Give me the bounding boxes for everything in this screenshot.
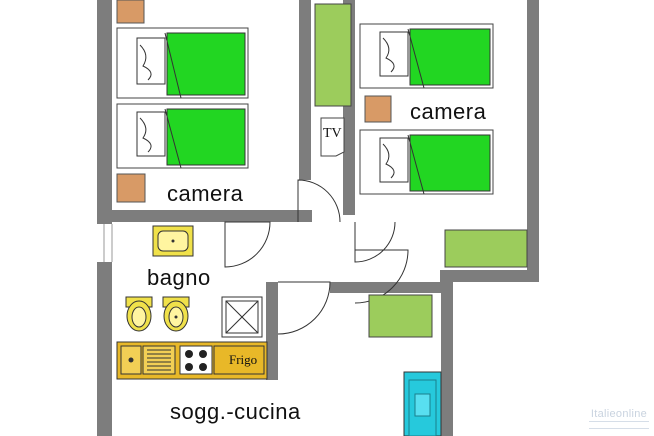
wall-kitchen-top <box>330 282 441 293</box>
cabinet-green <box>368 294 433 338</box>
nightstand <box>116 173 146 203</box>
door-swing-kitchen <box>277 281 331 335</box>
tv-label: TV <box>323 126 342 141</box>
mattress <box>166 108 246 166</box>
pillow <box>136 37 166 85</box>
stove <box>179 345 213 375</box>
bathroom <box>125 225 263 338</box>
door-swing-bathroom <box>224 221 271 268</box>
watermark: Italieonline <box>586 408 652 429</box>
wall-center-left <box>299 0 311 180</box>
door-swing-hall <box>354 249 409 304</box>
door-swing-bedroom-right <box>354 221 396 263</box>
wall-right <box>527 0 539 282</box>
wall-bedroom-bottom <box>97 210 312 222</box>
bedroom-right <box>359 23 528 268</box>
bathtub <box>403 371 442 436</box>
room-label-bathroom: bagno <box>147 265 211 290</box>
window-left <box>103 224 113 262</box>
sink <box>142 345 176 375</box>
watermark-text: Italieonline <box>590 408 648 420</box>
kitchen-counter <box>116 341 268 380</box>
bedroom-left <box>116 0 249 203</box>
fridge <box>213 345 265 375</box>
watermark-underline <box>589 421 649 429</box>
room-label-bedroom-left: camera <box>167 181 244 206</box>
wall-left-lower <box>97 262 112 436</box>
wardrobe <box>314 3 352 107</box>
doors <box>224 179 409 335</box>
washbasin <box>152 225 194 257</box>
mattress <box>166 32 246 96</box>
shower <box>221 296 263 338</box>
pillow <box>379 31 409 77</box>
bed <box>116 103 249 169</box>
bed <box>359 23 494 89</box>
door-swing-bedroom-left <box>297 179 341 223</box>
tv-stand <box>320 117 345 157</box>
room-label-bedroom-right: camera <box>410 99 487 124</box>
wall-bathroom-right <box>266 282 278 380</box>
walls <box>97 0 539 436</box>
bed <box>359 129 494 195</box>
mattress <box>409 28 491 86</box>
mattress <box>409 134 491 192</box>
bed <box>116 27 249 99</box>
wardrobe <box>444 229 528 268</box>
toilet <box>162 296 190 332</box>
wall-right-corner <box>440 270 539 282</box>
wall-left-upper <box>97 0 112 224</box>
nightstand <box>116 0 145 24</box>
wall-right-lower <box>441 270 453 436</box>
room-label-living-kitchen: sogg.-cucina <box>170 399 301 424</box>
nightstand <box>364 95 392 123</box>
fridge-label: Frigo <box>229 352 258 367</box>
bidet <box>125 296 153 332</box>
